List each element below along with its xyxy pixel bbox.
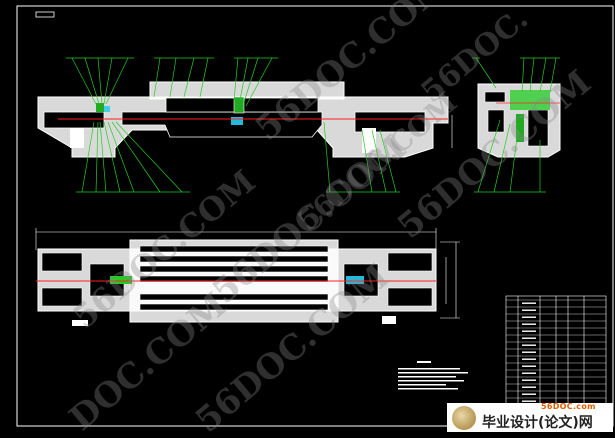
parts-row-text [522,379,536,381]
parts-row-text [522,372,536,374]
brand-url: 56DOC.com [541,402,596,411]
technical-notes [398,361,468,390]
parts-row-text [522,344,536,346]
parts-row-text [522,358,536,360]
parts-row-text [522,365,536,367]
drawing-border [16,5,614,427]
parts-list-table [505,295,607,425]
parts-row-text [522,337,536,339]
parts-row-text [522,393,536,395]
drawing-code-box [35,11,55,18]
brand-logo [452,406,476,430]
parts-list-rows [506,299,606,423]
watermarks: 56DOC.COM 56DOC.COM 56DOC.COM 56DOC.COM … [62,0,599,438]
parts-row-text [522,386,536,388]
parts-row-text [522,309,536,311]
brand-name: 毕业设计(论文)网 [482,415,593,431]
parts-row-text [522,323,536,325]
front-view [37,57,453,193]
parts-row-text [522,351,536,353]
plan-view [35,228,460,326]
parts-row-text [522,316,536,318]
parts-row-text [522,330,536,332]
parts-row-text [522,400,536,402]
side-view [472,57,561,193]
parts-row-text [522,302,536,304]
